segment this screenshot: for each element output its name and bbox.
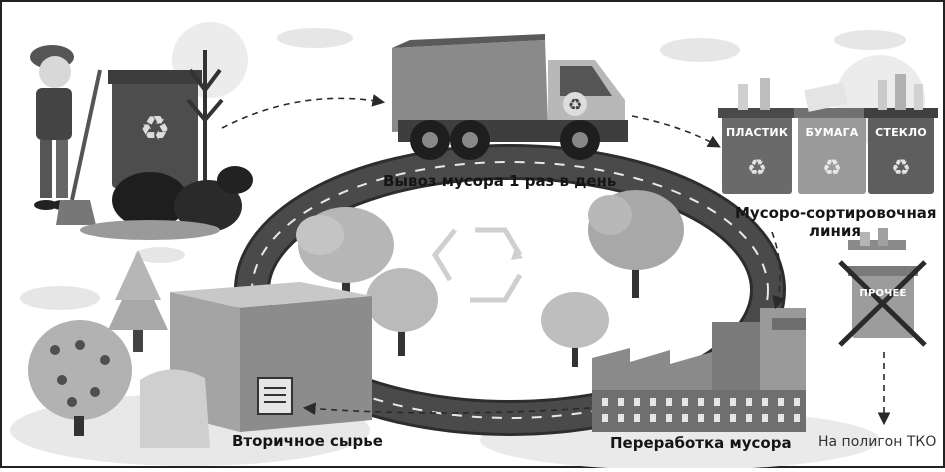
arrow-to-truck: [221, 94, 386, 129]
arrow-to-raw-material: [302, 402, 591, 416]
svg-text:♻: ♻: [822, 156, 842, 181]
factory-icon: [592, 308, 806, 432]
processing-label: Переработка мусора: [610, 434, 792, 452]
svg-text:♻: ♻: [568, 95, 582, 114]
arrow-to-factory: [771, 231, 785, 310]
bare-tree-left: [186, 50, 224, 200]
svg-text:♻: ♻: [891, 156, 911, 181]
svg-text:♻: ♻: [747, 156, 767, 181]
garbage-bags: [80, 166, 253, 240]
bin-glass: ♻: [864, 74, 938, 194]
bin-glass-label: СТЕКЛО: [875, 126, 927, 139]
bin-paper: ♻: [794, 82, 870, 194]
collection-label: Вывоз мусора 1 раз в день: [383, 172, 617, 190]
secondary-raw-label: Вторичное сырье: [232, 432, 383, 450]
landfill-label: На полигон ТКО: [818, 434, 937, 450]
bin-paper-label: БУМАГА: [805, 126, 859, 139]
bin-other-crossed: [838, 228, 927, 347]
svg-text:♻: ♻: [140, 109, 170, 149]
arrow-to-sorting: [631, 115, 721, 148]
background-clouds: [20, 28, 906, 310]
recycle-icon: [431, 227, 523, 303]
center-trees: [296, 190, 684, 367]
sorting-line-label-1: Мусоро-сортировочная: [735, 204, 937, 222]
bin-plastic: ♻: [718, 78, 796, 194]
sorting-bins: ♻ ♻ ♻: [718, 74, 938, 194]
bin-plastic-label: ПЛАСТИК: [725, 126, 789, 139]
process-arrows: [221, 94, 891, 426]
sorting-line-label-2: линия: [808, 222, 861, 240]
bin-other-label: ПРОЧЕЕ: [859, 288, 907, 299]
garbage-truck-icon: ♻: [392, 34, 628, 160]
boy-sweeping-icon: [30, 45, 102, 225]
left-lower-trees: [28, 250, 210, 448]
sorting-line-label: Мусоро-сортировочная линия: [735, 204, 937, 240]
waste-bin-icon: ♻: [108, 70, 202, 188]
